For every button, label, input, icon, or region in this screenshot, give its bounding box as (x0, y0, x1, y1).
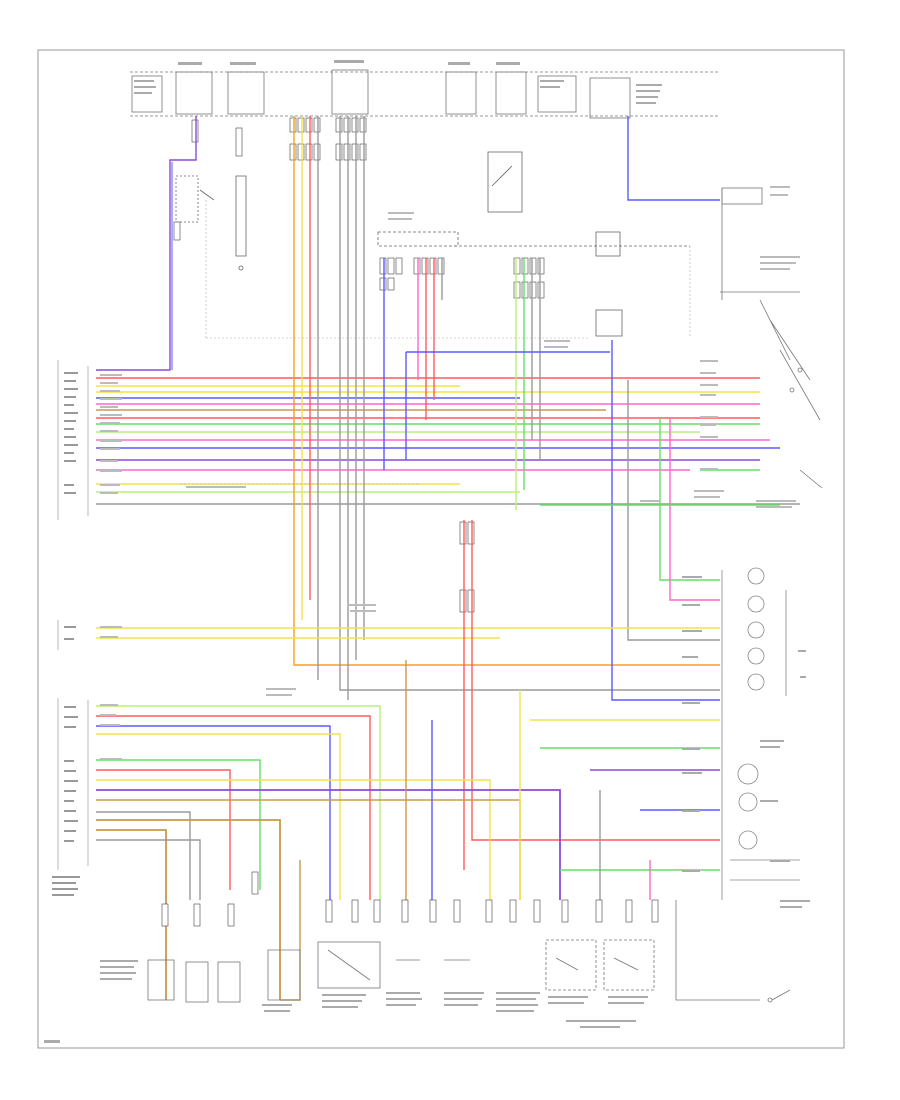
wire-low-8 (96, 789, 561, 900)
wire-low-4 (96, 733, 341, 900)
bottom-right-connector (675, 900, 791, 1003)
wire-low-10 (96, 811, 191, 900)
wire-low-13 (96, 839, 201, 900)
wire-low-1 (96, 705, 381, 900)
wire-low-12 (96, 829, 167, 1000)
transmission-switch (720, 291, 823, 489)
top-labels-placeholder (134, 60, 662, 104)
wire-blue-left (96, 116, 197, 371)
wire-v-orange (293, 116, 720, 666)
wire-low-6 (96, 769, 231, 890)
wire-pink-right (669, 418, 720, 601)
top-fuse-area (130, 69, 720, 119)
wire-v-gray-far (627, 380, 720, 641)
diagram-frame (37, 49, 845, 1049)
wire-green-right (659, 418, 720, 581)
wire-low-7 (96, 779, 491, 900)
ecm-connector-upper (57, 360, 89, 520)
wire-harness (96, 116, 800, 1001)
right-top-connector (721, 187, 763, 300)
wire-v-gray-2 (339, 116, 720, 691)
wire-low-3 (96, 725, 331, 900)
wire-low-2 (96, 715, 371, 900)
right-module-labels (682, 576, 810, 908)
ecm-connector-lower (57, 620, 89, 870)
wire-v-blue-far (627, 116, 720, 201)
right-module (721, 567, 800, 900)
wire-v-red-mid (471, 520, 720, 841)
wire-low-14 (280, 860, 301, 1001)
connector-pins (173, 117, 545, 613)
upper-left-relay (175, 175, 247, 271)
bottom-solenoids (147, 939, 655, 1003)
wire-code-labels (100, 186, 800, 760)
center-relay-boxes (377, 151, 690, 337)
wire-low-5 (96, 759, 261, 890)
ecm-pin-labels (52, 372, 80, 896)
bottom-labels (44, 960, 648, 1043)
bottom-pin-blocks (161, 871, 659, 927)
wire-low-11 (96, 819, 281, 1000)
wire-v-blue-far2 (611, 340, 720, 701)
dashed-helpers (180, 200, 691, 485)
wire-low-9 (96, 799, 521, 900)
